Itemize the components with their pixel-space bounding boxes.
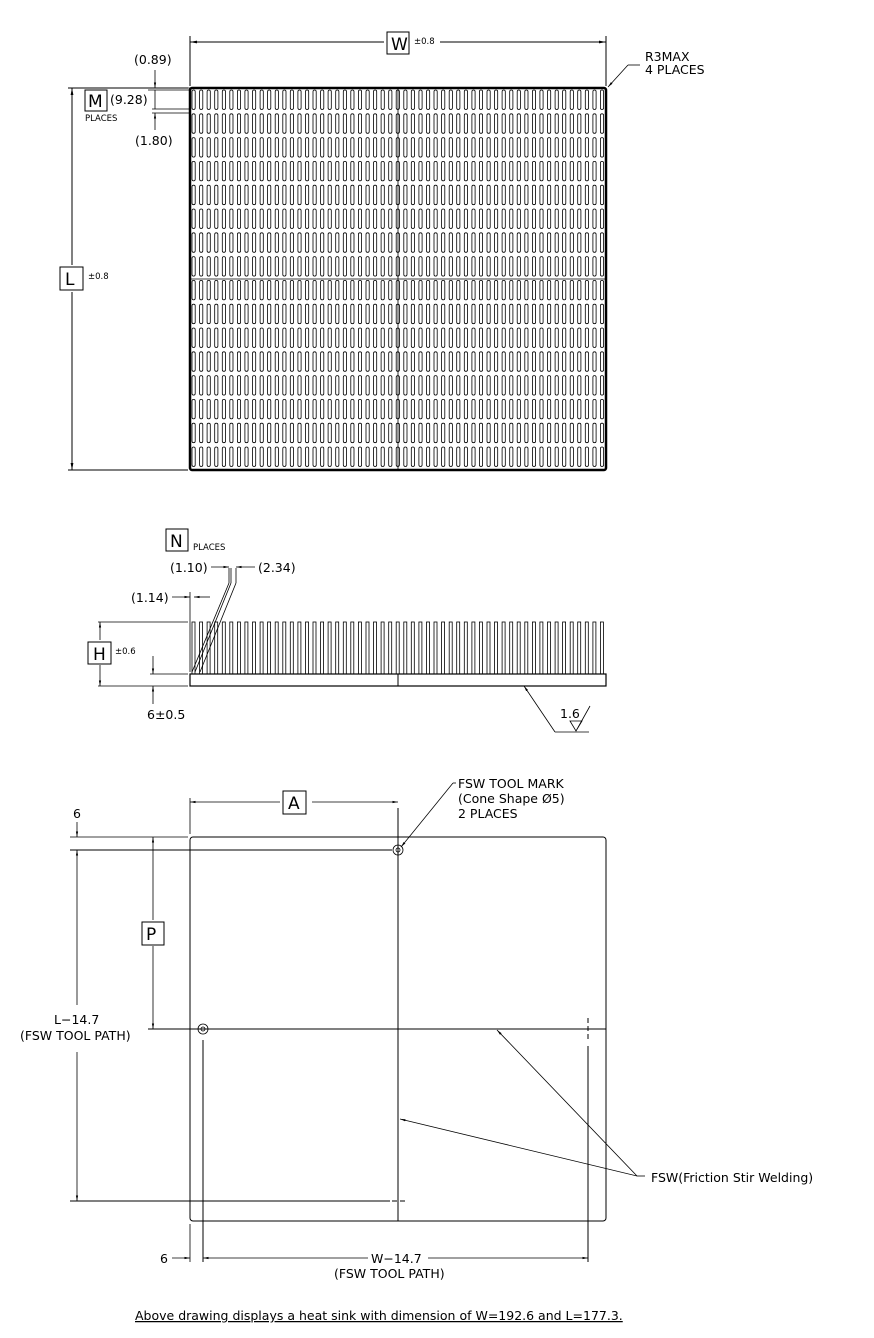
- base-thickness: 6±0.5: [147, 707, 185, 722]
- slot-count-label: M: [88, 92, 103, 112]
- fin-count-box: [165, 528, 189, 552]
- width-tolerance: ±0.8: [414, 37, 435, 47]
- weld-leader-1: [496, 1029, 638, 1177]
- fin-row: [191, 621, 604, 675]
- slot-count-suffix: PLACES: [85, 114, 117, 124]
- top-margin: 6: [73, 806, 81, 821]
- top-view: W ±0.8 R3MAX 4 PLACES L ±0.8 (0.89) M (9…: [59, 31, 705, 472]
- tool-mark-line1: FSW TOOL MARK: [458, 776, 565, 791]
- slot-grid: [191, 89, 605, 467]
- fin-count-label: N: [170, 532, 183, 552]
- offset-label: A: [288, 794, 300, 814]
- width-path-line2: (FSW TOOL PATH): [334, 1266, 445, 1281]
- fin-leader-1: [191, 582, 230, 673]
- height-label: H: [93, 645, 106, 665]
- tool-mark-top: [392, 844, 404, 856]
- drawing-caption: Above drawing displays a heat sink with …: [135, 1308, 623, 1323]
- slot-count-box: [84, 89, 108, 112]
- tool-mark-line3: 2 PLACES: [458, 806, 518, 821]
- fin-pitch: (2.34): [258, 560, 296, 575]
- side-view: N PLACES (1.10) (2.34) (1.14) H ±0.6 6±0…: [87, 528, 607, 733]
- vertical-offset-label-box: [141, 921, 165, 946]
- corner-note-leader: [607, 64, 629, 88]
- fin-leader-3: [199, 582, 237, 673]
- fin-gap: (1.14): [131, 590, 169, 605]
- corner-note-line1: R3MAX: [645, 49, 690, 64]
- tool-mark-leader: [400, 782, 454, 848]
- fin-thickness: (1.10): [170, 560, 208, 575]
- height-label-box: [87, 641, 112, 665]
- slot-row-gap: (1.80): [135, 133, 173, 148]
- vertical-offset-label: P: [146, 925, 156, 945]
- surface-finish: 1.6: [560, 706, 580, 721]
- slot-length: (9.28): [110, 92, 148, 107]
- finish-leader: [523, 685, 556, 733]
- slot-top-gap: (0.89): [134, 52, 172, 67]
- corner-note-line2: 4 PLACES: [645, 62, 705, 77]
- width-label-box: [386, 31, 410, 55]
- width-path-line1: W−14.7: [371, 1251, 422, 1266]
- finish-symbol: [569, 705, 591, 732]
- length-tolerance: ±0.8: [88, 272, 109, 282]
- tool-mark-left: [197, 1023, 209, 1035]
- height-tolerance: ±0.6: [115, 647, 136, 657]
- fin-leader-2: [194, 582, 232, 673]
- tool-mark-line2: (Cone Shape Ø5): [458, 791, 565, 806]
- bottom-view: A FSW TOOL MARK (Cone Shape Ø5) 2 PLACES…: [20, 776, 813, 1281]
- left-margin: 6: [160, 1251, 168, 1266]
- fin-count-suffix: PLACES: [193, 543, 225, 553]
- length-path-line2: (FSW TOOL PATH): [20, 1028, 131, 1043]
- width-label: W: [391, 35, 408, 55]
- offset-label-box: [282, 790, 307, 815]
- length-path-line1: L−14.7: [54, 1012, 99, 1027]
- weld-leader-2: [399, 1118, 638, 1177]
- length-label-box: [59, 266, 84, 291]
- length-label: L: [65, 270, 75, 290]
- weld-note: FSW(Friction Stir Welding): [651, 1170, 813, 1185]
